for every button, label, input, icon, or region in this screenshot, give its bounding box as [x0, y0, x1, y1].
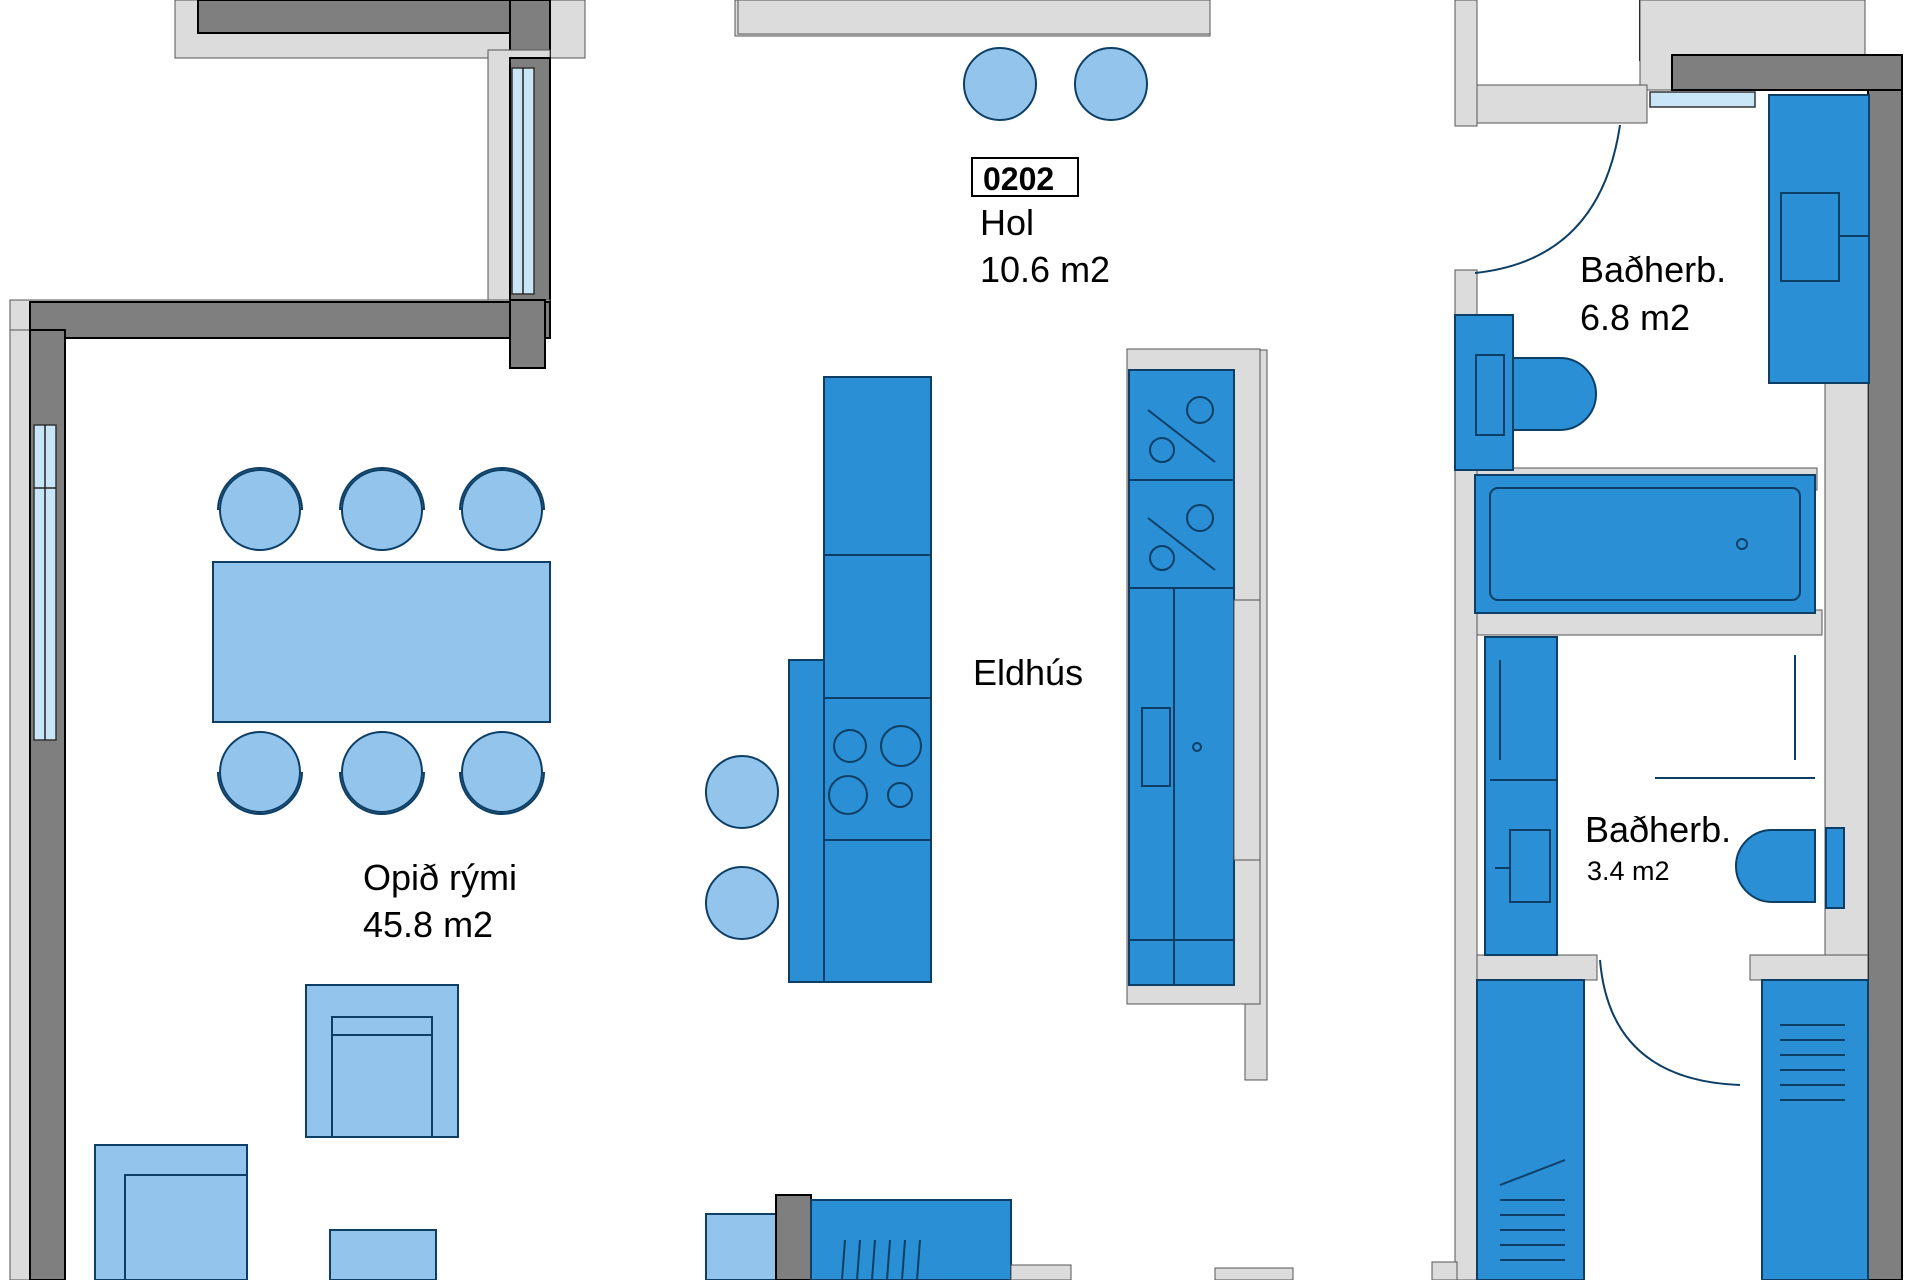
- door-swing: [1474, 124, 1621, 274]
- room-labels: 0202 Hol 10.6 m2 Baðherb. 6.8 m2 Eldhús …: [363, 157, 1731, 945]
- room-name-kitchen: Eldhús: [973, 652, 1083, 693]
- oven-icon: [1147, 504, 1216, 571]
- sink-icon: [1141, 707, 1171, 787]
- cooktop-icon: [828, 725, 922, 815]
- vanity-counter: [1768, 94, 1870, 384]
- island-overhang: [788, 659, 825, 983]
- chair-icon: [219, 731, 301, 813]
- dining-chairs: [217, 467, 545, 815]
- window-right-top: [1649, 91, 1756, 108]
- chair-icon: [341, 731, 423, 813]
- wardrobe-icon: [1476, 979, 1585, 1280]
- kitchen-island: [823, 376, 932, 983]
- sofa-icon: [94, 1144, 248, 1280]
- bed-icon: [810, 1199, 1012, 1280]
- chair-icon: [461, 731, 543, 813]
- armchair-icon: [305, 984, 459, 1138]
- toilet-icon: [1735, 829, 1816, 903]
- room-name-open-space: Opið rými: [363, 857, 517, 898]
- wardrobe-lines: [1499, 1024, 1845, 1261]
- chair-icon: [461, 469, 543, 551]
- bathroom-large: [1454, 94, 1870, 614]
- bar-stool-icon: [705, 755, 779, 829]
- coffee-table: [329, 1229, 437, 1280]
- bathroom-small: [1484, 636, 1845, 1086]
- room-area-hol: 10.6 m2: [980, 249, 1110, 290]
- shower-bench: [1484, 636, 1558, 956]
- bed-lines: [841, 1239, 921, 1280]
- kitchen-area: [705, 348, 1261, 1005]
- stool-icon: [1074, 47, 1148, 121]
- apartment-code: 0202: [983, 161, 1054, 197]
- door-swing: [1599, 959, 1741, 1086]
- sideboard-icon: [705, 1213, 781, 1280]
- windows: [33, 67, 1756, 741]
- apartment-code-box: [971, 157, 1079, 197]
- dining-table: [212, 561, 551, 723]
- room-area-bath-small: 3.4 m2: [1587, 856, 1670, 886]
- room-name-bath-large: Baðherb.: [1580, 249, 1726, 290]
- kitchen-counter: [1128, 369, 1235, 986]
- wardrobe-icon: [1761, 979, 1869, 1280]
- wardrobe-bench: [737, 0, 1211, 35]
- room-name-bath-small: Baðherb.: [1585, 809, 1731, 850]
- room-area-open-space: 45.8 m2: [363, 904, 493, 945]
- bathtub-icon: [1474, 474, 1816, 614]
- room-area-bath-large: 6.8 m2: [1580, 297, 1690, 338]
- wardrobes: [1476, 979, 1869, 1280]
- room-name-hol: Hol: [980, 202, 1034, 243]
- living-area: [94, 984, 1072, 1280]
- stool-icon: [963, 47, 1037, 121]
- bar-stool-icon: [705, 866, 779, 940]
- oven-icon: [1147, 396, 1216, 463]
- hol-area: [737, 0, 1211, 121]
- chair-icon: [341, 469, 423, 551]
- toilet-icon: [1512, 357, 1597, 431]
- chair-icon: [219, 469, 301, 551]
- dining-area: [212, 467, 551, 815]
- vanity-sink-icon: [1780, 192, 1840, 282]
